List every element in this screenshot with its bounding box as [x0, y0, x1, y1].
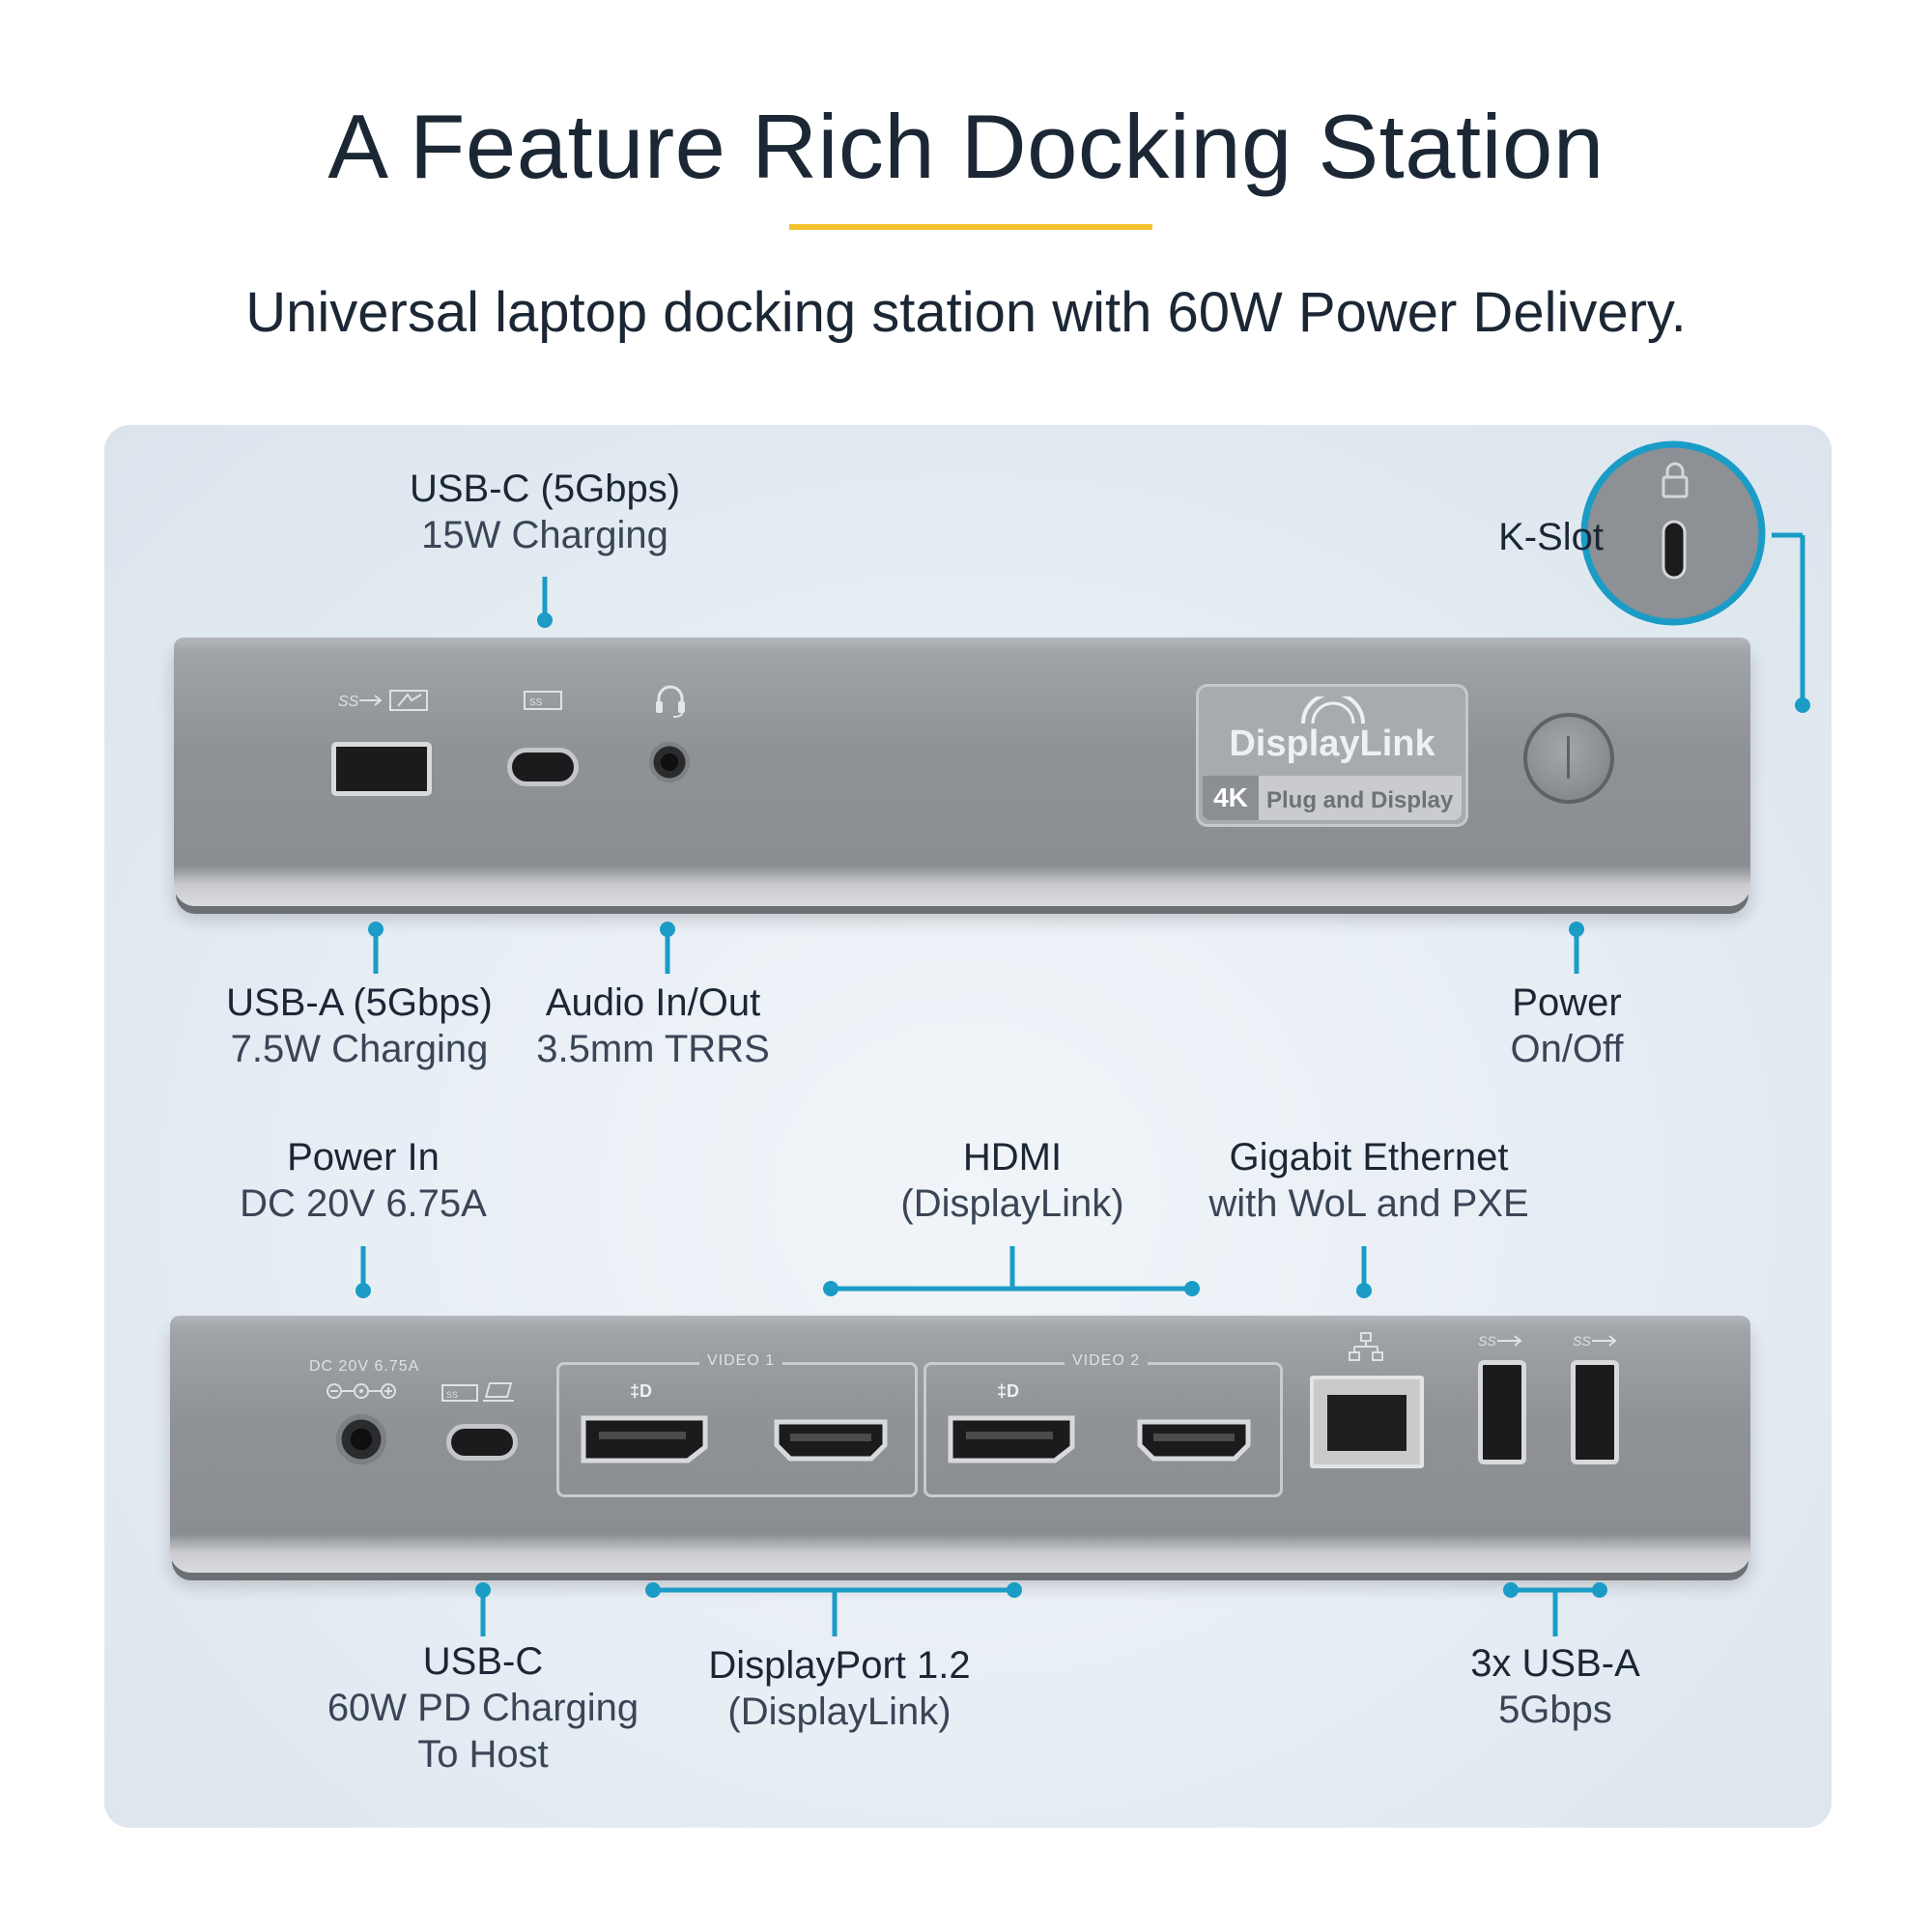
- displaylink-4k: 4K: [1203, 776, 1259, 820]
- callout-title: USB-A (5Gbps): [226, 981, 493, 1024]
- title-underline: [789, 224, 1152, 230]
- callout-title: USB-C: [422, 1640, 544, 1683]
- svg-text:‡D: ‡D: [997, 1381, 1019, 1401]
- callout-sub: DC 20V 6.75A: [240, 1182, 487, 1225]
- dc-input-label: DC 20V 6.75A: [309, 1358, 420, 1375]
- callout-sub: with WoL and PXE: [1208, 1182, 1529, 1225]
- callout-title: 3x USB-A: [1470, 1642, 1640, 1685]
- ethernet-port: [1310, 1376, 1424, 1468]
- callout-sub: On/Off: [1510, 1028, 1624, 1070]
- callout-sub-2: To Host: [417, 1733, 549, 1776]
- polarity-icon: [327, 1383, 396, 1399]
- front-usb-a-port: [331, 742, 432, 796]
- callout-front-usba: USB-A (5Gbps) 7.5W Charging: [214, 980, 504, 1072]
- callout-title: K-Slot: [1498, 516, 1604, 558]
- callout-kslot: K-Slot: [1410, 514, 1604, 560]
- front-audio-jack: [649, 742, 690, 782]
- usb-c-laptop-icon: SS: [441, 1382, 514, 1402]
- callout-sub: 15W Charging: [421, 514, 668, 556]
- callout-front-usbc: USB-C (5Gbps) 15W Charging: [352, 466, 738, 558]
- callout-sub: (DisplayLink): [900, 1182, 1124, 1225]
- usb-ss-charge-icon: SS: [338, 690, 428, 711]
- svg-text:SS: SS: [338, 694, 359, 710]
- callout-title: DisplayPort 1.2: [708, 1644, 971, 1687]
- power-button: [1523, 713, 1614, 804]
- callout-title: Gigabit Ethernet: [1229, 1136, 1509, 1179]
- callout-rear-usbc: USB-C 60W PD Charging To Host: [309, 1638, 657, 1777]
- svg-text:‡D: ‡D: [630, 1381, 652, 1401]
- callout-title: Power: [1512, 981, 1622, 1024]
- usb-ss-icon: SS: [1478, 1333, 1522, 1349]
- network-icon: [1349, 1332, 1383, 1361]
- callout-title: HDMI: [962, 1136, 1063, 1179]
- callout-sub: 5Gbps: [1498, 1689, 1612, 1731]
- power-line-icon: [1567, 736, 1570, 779]
- svg-text:SS: SS: [446, 1390, 458, 1400]
- rear-usb-c-port: [446, 1424, 518, 1461]
- callout-sub: 3.5mm TRRS: [536, 1028, 770, 1070]
- ethernet-socket: [1327, 1395, 1406, 1451]
- usb-c-logo-icon: SS: [524, 691, 562, 710]
- callout-title: USB-C (5Gbps): [409, 468, 681, 510]
- rear-usb-a-port-2: [1571, 1360, 1619, 1464]
- svg-text:SS: SS: [1478, 1333, 1496, 1349]
- callout-sub: (DisplayLink): [727, 1690, 952, 1733]
- headset-icon: [656, 685, 685, 718]
- callout-hdmi: HDMI (DisplayLink): [877, 1134, 1148, 1227]
- hdmi-port-1: [774, 1419, 888, 1462]
- callout-displayport: DisplayPort 1.2 (DisplayLink): [680, 1642, 999, 1735]
- callout-title: Power In: [287, 1136, 440, 1179]
- displayport-logo-icon: ‡D: [630, 1381, 652, 1401]
- callout-power: Power On/Off: [1461, 980, 1673, 1072]
- page-subtitle: Universal laptop docking station with 60…: [245, 281, 1687, 344]
- displaylink-arc-icon: [1301, 696, 1365, 724]
- displayport-port-2: [948, 1415, 1075, 1463]
- video1-label: VIDEO 1: [699, 1352, 783, 1370]
- page-title: A Feature Rich Docking Station: [327, 96, 1605, 197]
- callout-power-in: Power In DC 20V 6.75A: [218, 1134, 508, 1227]
- usb-ss-icon: SS: [1573, 1333, 1617, 1349]
- callout-title: Audio In/Out: [545, 981, 761, 1024]
- displayport-logo-icon: ‡D: [997, 1381, 1019, 1401]
- displayport-port-1: [581, 1415, 708, 1463]
- svg-text:SS: SS: [1573, 1333, 1591, 1349]
- callout-sub: 60W PD Charging: [327, 1687, 639, 1729]
- callout-ethernet: Gigabit Ethernet with WoL and PXE: [1200, 1134, 1538, 1227]
- callout-rear-usba: 3x USB-A 5Gbps: [1439, 1640, 1671, 1733]
- hdmi-port-2: [1137, 1419, 1251, 1462]
- dock-front: [174, 638, 1750, 906]
- displaylink-badge: DisplayLink 4K Plug and Display: [1196, 684, 1468, 827]
- video2-label: VIDEO 2: [1065, 1352, 1149, 1370]
- rear-usb-a-port-1: [1478, 1360, 1526, 1464]
- svg-text:SS: SS: [529, 697, 543, 708]
- displaylink-wordmark: DisplayLink: [1229, 724, 1435, 764]
- callout-audio: Audio In/Out 3.5mm TRRS: [518, 980, 788, 1072]
- callout-sub: 7.5W Charging: [230, 1028, 489, 1070]
- front-usb-c-port: [507, 748, 579, 786]
- kslot-magnifier: [1580, 440, 1766, 626]
- displaylink-plug-text: Plug and Display: [1266, 787, 1454, 813]
- dc-power-jack: [336, 1414, 386, 1464]
